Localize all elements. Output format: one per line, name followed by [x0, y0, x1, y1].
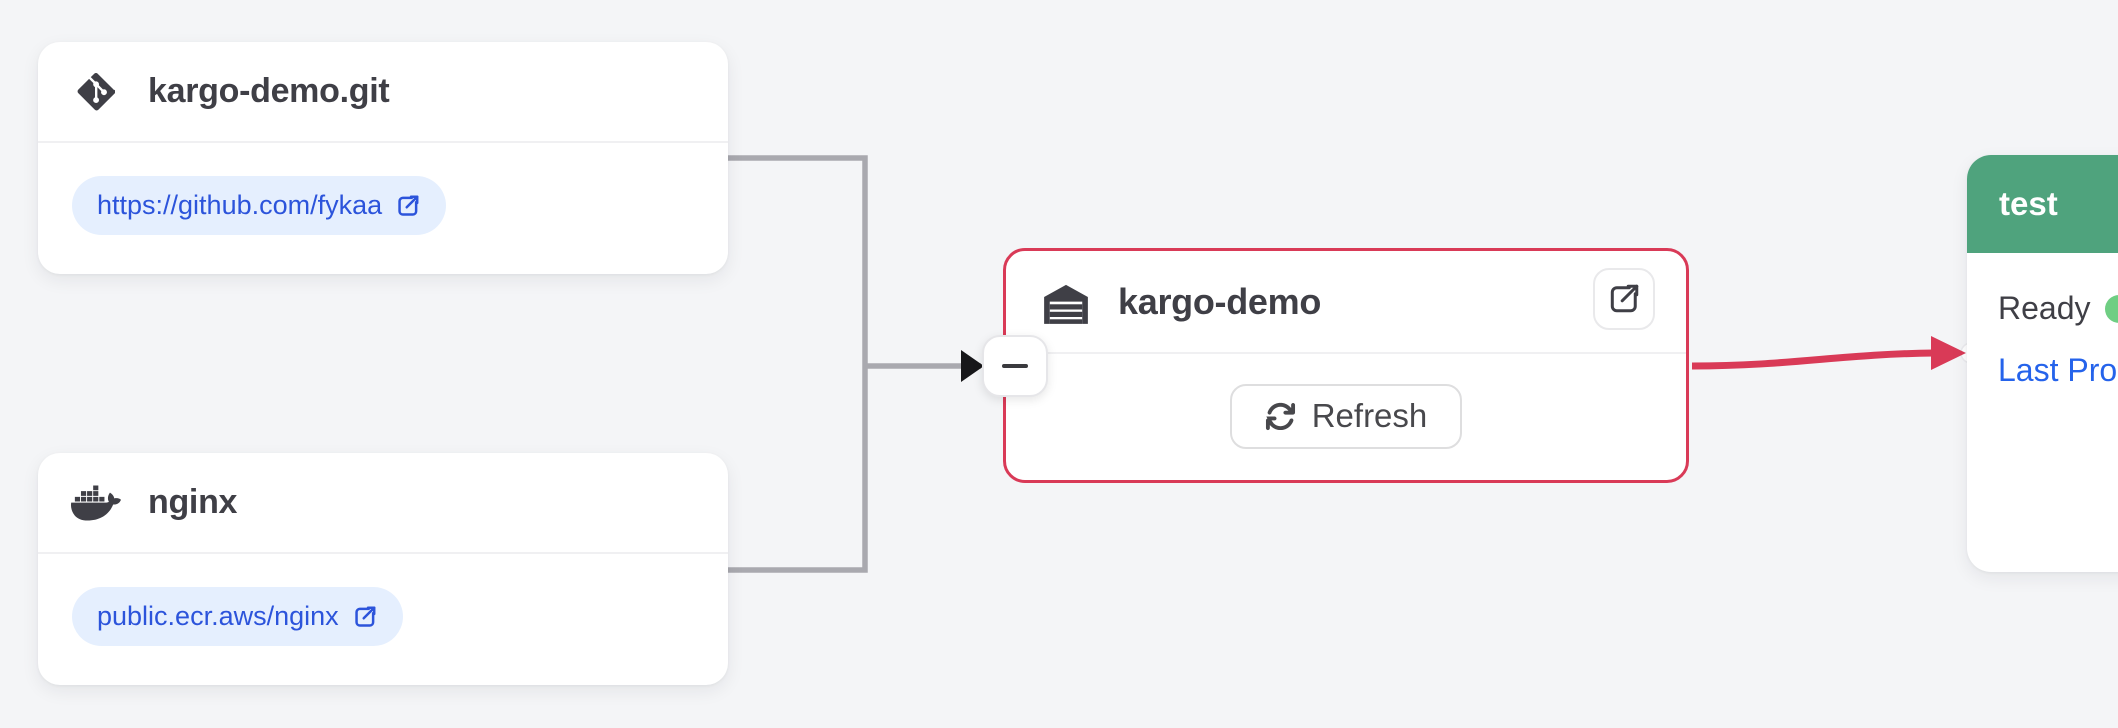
- ready-label: Ready: [1998, 290, 2091, 326]
- refresh-label: Refresh: [1311, 397, 1428, 434]
- stage-health-row: Ready: [1998, 290, 2118, 327]
- image-repo-title: nginx: [148, 483, 238, 521]
- stage-node-test[interactable]: test Ready Last Promotion: [1967, 155, 2118, 572]
- warehouse-open-button[interactable]: [1593, 268, 1655, 330]
- image-repo-url-text: public.ecr.aws/nginx: [97, 601, 339, 631]
- refresh-icon: [1265, 402, 1295, 430]
- warehouse-node[interactable]: kargo-demo Refresh: [1003, 248, 1689, 483]
- warehouse-body: Refresh: [1006, 354, 1686, 478]
- git-icon: [70, 70, 122, 114]
- minus-icon: [1002, 364, 1028, 368]
- warehouse-header: kargo-demo: [1006, 251, 1686, 354]
- git-repo-title: kargo-demo.git: [148, 72, 390, 110]
- stage-header: test: [1967, 155, 2118, 253]
- docker-icon: [70, 483, 122, 523]
- git-repo-node[interactable]: kargo-demo.git https://github.com/fykaa: [38, 42, 728, 274]
- external-link-icon: [398, 195, 419, 216]
- refresh-button[interactable]: Refresh: [1230, 383, 1462, 449]
- edge-arrowhead-red: [1931, 336, 1966, 370]
- image-repo-header: nginx: [38, 453, 728, 554]
- git-repo-header: kargo-demo.git: [38, 42, 728, 143]
- collapse-node-button[interactable]: [982, 335, 1048, 397]
- stage-body: Ready Last Promotion: [1967, 253, 2118, 389]
- git-repo-url-link[interactable]: https://github.com/fykaa: [72, 176, 447, 235]
- health-status-dot: [2104, 294, 2118, 323]
- edge-warehouse-to-stage: [1691, 349, 1935, 370]
- last-promotion-link[interactable]: Last Promotion: [1998, 352, 2118, 388]
- warehouse-title: kargo-demo: [1118, 280, 1322, 322]
- stage-title: test: [1999, 185, 2058, 222]
- edge-repos-to-warehouse: [728, 155, 868, 573]
- external-link-icon: [1610, 284, 1639, 313]
- image-repo-url-link[interactable]: public.ecr.aws/nginx: [72, 587, 403, 646]
- git-repo-url-text: https://github.com/fykaa: [97, 190, 383, 220]
- image-repo-node[interactable]: nginx public.ecr.aws/nginx: [38, 453, 728, 685]
- image-repo-body: public.ecr.aws/nginx: [38, 554, 728, 646]
- edge-arrowhead-black: [961, 350, 984, 382]
- git-repo-body: https://github.com/fykaa: [38, 143, 728, 235]
- external-link-icon: [354, 606, 376, 627]
- warehouse-icon: [1040, 279, 1092, 325]
